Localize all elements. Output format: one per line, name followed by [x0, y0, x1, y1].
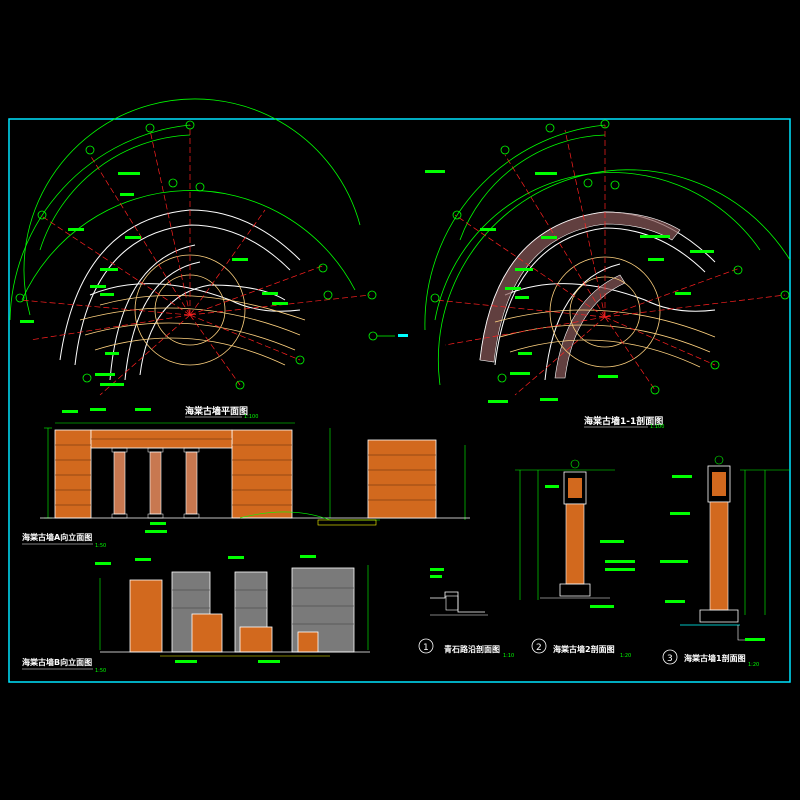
- elevation-b-title: 海棠古墙B向立面图: [22, 657, 92, 667]
- section-2-scale: 1:20: [620, 653, 631, 659]
- section-1-scale: 1:10: [503, 653, 514, 659]
- pillar: [149, 451, 162, 515]
- section-3-number: 3: [667, 654, 673, 664]
- plan-scale-left: 1:100: [244, 414, 258, 420]
- pillar: [185, 451, 198, 515]
- elevation-b-block-7: [297, 631, 319, 653]
- elevation-wall-side: [367, 439, 437, 519]
- plan-scale-right: 1:100: [650, 424, 664, 430]
- elevation-a-title: 海棠古墙A向立面图: [22, 532, 92, 542]
- section-1-title: 青石路沿剖面图: [444, 644, 500, 654]
- section-3-scale: 1:20: [748, 662, 759, 668]
- elevation-b-block-1: [129, 579, 163, 653]
- section-3-wall-body: [709, 501, 729, 611]
- section-number-circle: [531, 638, 547, 654]
- section-2-title: 海棠古墙2剖面图: [553, 644, 615, 654]
- plan-view-left: 海棠古墙平面图 1:100: [9, 98, 408, 420]
- section-1-curb: 1 青石路沿剖面图 1:10: [418, 568, 514, 659]
- section-marker-icon: [368, 331, 408, 341]
- section-2-wall-body: [565, 503, 585, 585]
- elevation-wall-left: [54, 429, 92, 519]
- section-1-number: 1: [423, 643, 429, 653]
- elevation-a-scale: 1:50: [95, 543, 106, 549]
- elevation-wall-right: [231, 429, 293, 519]
- plan-title-left: 海棠古墙平面图: [185, 405, 248, 417]
- section-3-wall: 3 海棠古墙1剖面图 1:20: [660, 455, 790, 668]
- plan-view-right: 海棠古墙1-1剖面图 1:100: [424, 119, 791, 430]
- section-2-wall: 2 海棠古墙2剖面图 1:20: [515, 459, 635, 659]
- elevation-a: 海棠古墙A向立面图 1:50: [22, 408, 470, 549]
- section-number-circle: [662, 649, 678, 665]
- elevation-b-block-5: [239, 626, 273, 653]
- elevation-b: 海棠古墙B向立面图 1:50: [22, 555, 370, 674]
- section-3-title: 海棠古墙1剖面图: [684, 653, 746, 663]
- elevation-b-scale: 1:50: [95, 668, 106, 674]
- hatched-wall-band: [479, 211, 681, 363]
- plan-title-right: 海棠古墙1-1剖面图: [584, 415, 663, 427]
- pillar: [113, 451, 126, 515]
- section-2-number: 2: [536, 643, 542, 653]
- drawing-frame: [8, 118, 791, 683]
- section-number-circle: [418, 638, 434, 654]
- elevation-b-block-3: [191, 613, 223, 653]
